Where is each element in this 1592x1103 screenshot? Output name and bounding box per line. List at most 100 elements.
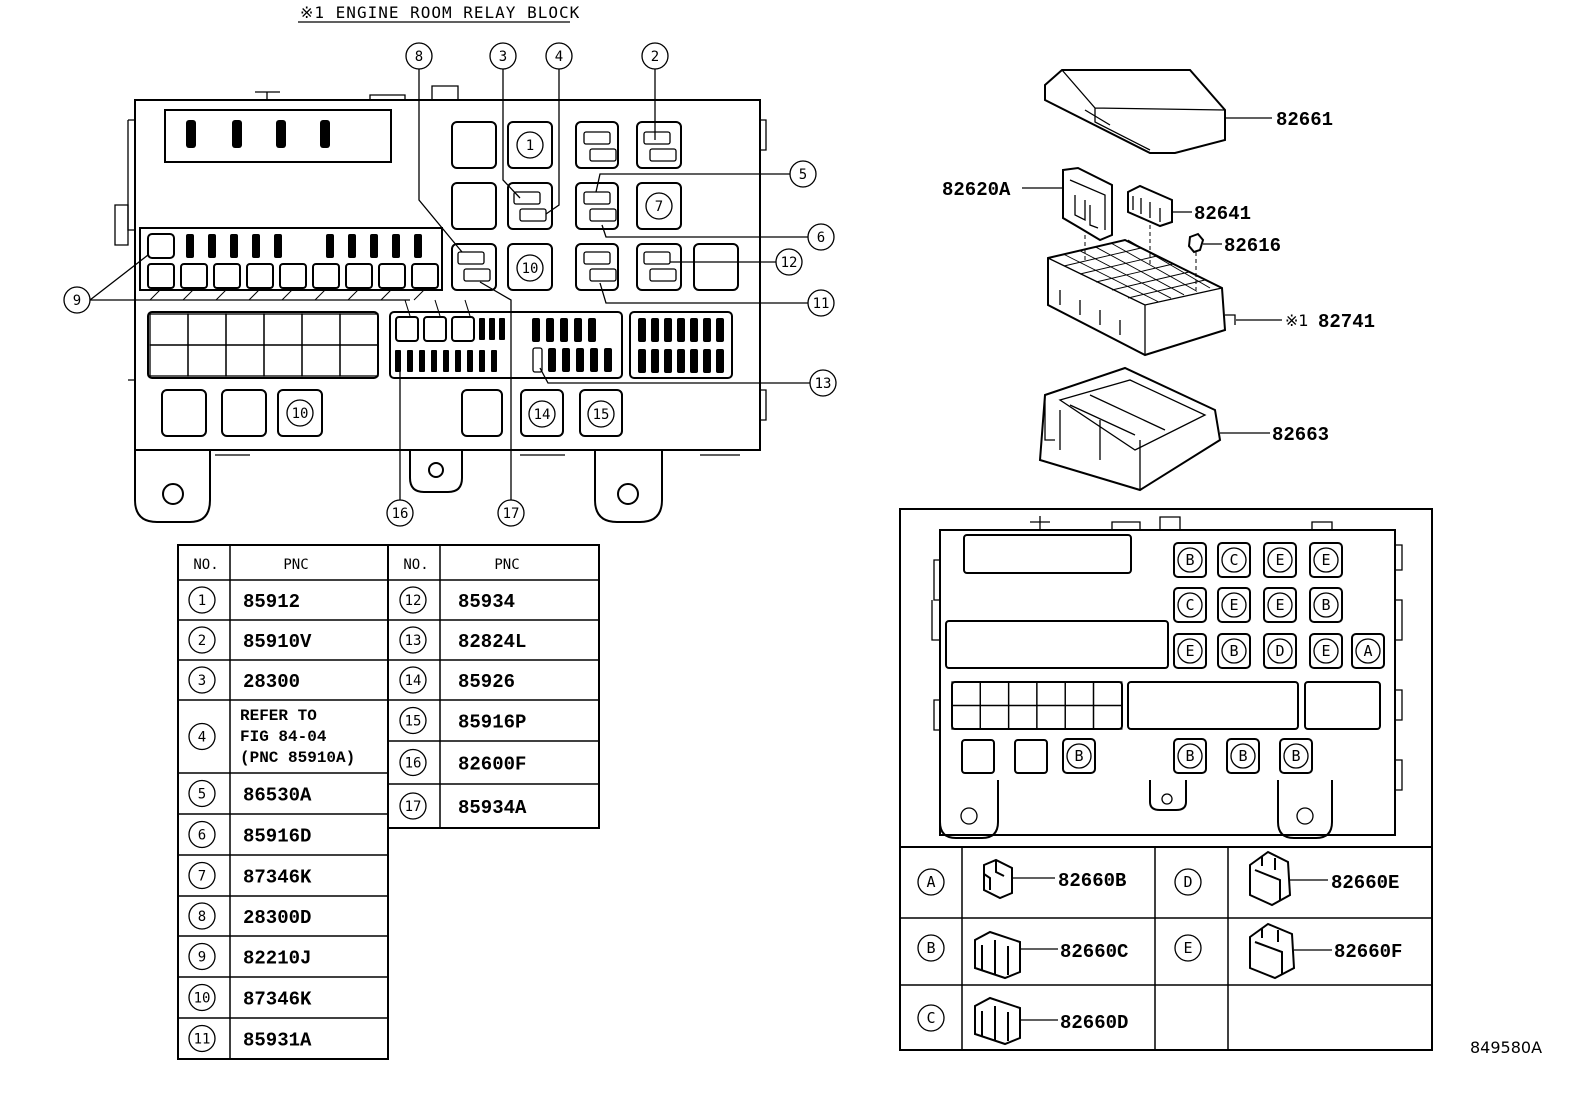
mini-fuse-slot bbox=[451, 316, 475, 342]
row-number-circle bbox=[188, 666, 216, 694]
connector-slot-b: B bbox=[1173, 738, 1207, 774]
grid-cell bbox=[1092, 704, 1123, 730]
striped-fuse bbox=[186, 234, 194, 258]
row-pnc: 85934A bbox=[458, 797, 527, 819]
blade-fuse bbox=[546, 318, 554, 342]
legend-letter: B bbox=[926, 939, 935, 957]
inner-callout-14: 14 bbox=[534, 407, 551, 423]
row-number-circle bbox=[188, 722, 216, 751]
fuse-slot bbox=[279, 263, 307, 289]
part-82641-label: 82641 bbox=[1194, 203, 1251, 225]
striped-fuse bbox=[392, 234, 400, 258]
svg-text:B: B bbox=[1229, 642, 1238, 660]
svg-text:E: E bbox=[1275, 551, 1284, 569]
blade-fuse bbox=[664, 318, 672, 342]
grid-cell bbox=[187, 313, 227, 346]
legend-pnc: 82660C bbox=[1060, 941, 1128, 963]
row-number-circle bbox=[399, 586, 427, 614]
svg-text:9: 9 bbox=[73, 293, 81, 309]
part-82741-label: 82741 bbox=[1318, 311, 1375, 333]
row-number: 13 bbox=[405, 633, 422, 649]
row-pnc: 86530A bbox=[243, 785, 312, 807]
callout-13: 13 bbox=[809, 369, 837, 397]
grid-cell bbox=[951, 681, 981, 707]
svg-text:16: 16 bbox=[392, 506, 409, 522]
blade-fuse bbox=[604, 348, 612, 372]
grid-cell bbox=[1036, 681, 1066, 707]
blade-fuse bbox=[590, 348, 598, 372]
part-82741-prefix: ※1 bbox=[1285, 311, 1309, 330]
callout-5: 5 bbox=[789, 160, 817, 188]
blade-fuse bbox=[576, 348, 584, 372]
blade-fuse bbox=[690, 349, 698, 373]
connector-slot-b: B bbox=[1279, 738, 1313, 774]
connector-slot-b: B bbox=[1217, 633, 1251, 669]
row-number: 5 bbox=[198, 787, 206, 803]
striped-fuse bbox=[479, 318, 485, 340]
row-pnc-line: REFER TO bbox=[240, 707, 317, 725]
svg-text:C: C bbox=[1229, 551, 1238, 569]
grid-cell bbox=[225, 344, 265, 377]
fuse-slot bbox=[345, 263, 373, 289]
grid-cell bbox=[187, 344, 227, 377]
row-number: 15 bbox=[405, 714, 422, 730]
fuse-slot bbox=[312, 263, 340, 289]
row-number-circle bbox=[188, 942, 216, 971]
row-pnc: 87346K bbox=[243, 867, 312, 889]
svg-text:B: B bbox=[1185, 747, 1194, 765]
table-header-pnc-left: PNC bbox=[283, 557, 308, 573]
striped-fuse bbox=[491, 350, 497, 372]
row-number-circle bbox=[188, 1024, 216, 1053]
part-82663-label: 82663 bbox=[1272, 424, 1329, 446]
callout-11: 11 bbox=[807, 289, 835, 317]
table-row: 3 28300 bbox=[188, 666, 300, 694]
blade-fuse bbox=[548, 348, 556, 372]
legend-pnc: 82660D bbox=[1060, 1012, 1128, 1034]
table-header-no-right: NO. bbox=[403, 557, 428, 573]
legend-letter: A bbox=[926, 873, 935, 891]
connector-slot-d: D bbox=[1263, 633, 1297, 669]
connector-slot-c: C bbox=[1217, 542, 1251, 578]
grid-cell bbox=[225, 313, 265, 346]
legend-letter-circle bbox=[917, 1004, 945, 1032]
row-pnc: 82210J bbox=[243, 948, 311, 970]
row-pnc: 85916P bbox=[458, 712, 526, 734]
engine-room-relay-block-drawing: 1 7 10 10 14 15 8 3 4 2 5 6 12 11 13 bbox=[63, 42, 837, 527]
row-number-circle bbox=[188, 586, 216, 614]
row-pnc: 85910V bbox=[243, 631, 312, 653]
row-pnc: 28300 bbox=[243, 671, 300, 693]
svg-text:B: B bbox=[1291, 747, 1300, 765]
row-number-circle bbox=[399, 626, 427, 654]
fuse-slot bbox=[378, 263, 406, 289]
legend-pnc: 82660E bbox=[1331, 872, 1399, 894]
callout-4: 4 bbox=[545, 42, 573, 70]
grid-cell bbox=[1007, 704, 1038, 730]
table-row: 15 85916P bbox=[399, 706, 526, 735]
blade-fuse bbox=[638, 318, 646, 342]
row-pnc: 28300D bbox=[243, 907, 311, 929]
fuse-slot bbox=[246, 263, 274, 289]
legend-letter-circle bbox=[1174, 934, 1202, 962]
blade-fuse bbox=[574, 318, 582, 342]
svg-text:11: 11 bbox=[813, 296, 830, 312]
blade-fuse bbox=[638, 349, 646, 373]
striped-fuse bbox=[443, 350, 449, 372]
row-number: 12 bbox=[405, 593, 422, 609]
striped-fuse bbox=[208, 234, 216, 258]
row-number-circle bbox=[188, 626, 216, 654]
connector-slot-e: E bbox=[1309, 542, 1343, 578]
row-number: 3 bbox=[198, 673, 206, 689]
row-number: 10 bbox=[194, 991, 211, 1007]
grid-cell bbox=[1064, 681, 1095, 707]
striped-fuse bbox=[467, 350, 473, 372]
row-pnc-line: FIG 84-04 bbox=[240, 728, 327, 746]
grid-cell bbox=[301, 313, 341, 346]
striped-fuse bbox=[499, 318, 505, 340]
blade-fuse bbox=[651, 349, 659, 373]
blade-fuse bbox=[703, 349, 711, 373]
grid-cell bbox=[1036, 704, 1066, 730]
callout-6: 6 bbox=[807, 223, 835, 251]
